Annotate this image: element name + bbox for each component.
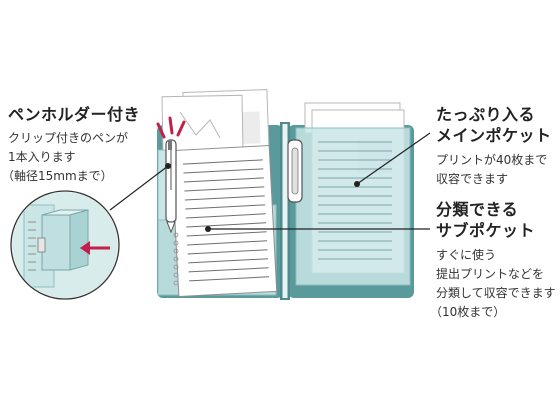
binder-clip bbox=[287, 139, 303, 203]
zoom-circle bbox=[10, 190, 120, 300]
pen-holder-desc-line-2: 1本入ります bbox=[8, 150, 76, 164]
pen-holder-desc-line-1: クリップ付きのペンが bbox=[8, 131, 129, 145]
leader-lines bbox=[109, 132, 431, 232]
main-pocket-title-line-1: たっぷり入る bbox=[436, 105, 536, 124]
main-pocket-desc-line-1: プリントが40枚まで bbox=[436, 153, 548, 167]
sub-pocket-desc-line-2: 提出プリントなどを bbox=[436, 267, 545, 281]
sub-pocket-desc-line-4: （10枚まで） bbox=[430, 305, 506, 319]
sub-pocket-title-line-2: サブポケット bbox=[436, 221, 536, 240]
sub-pocket-desc-line-3: 分類して収容できます bbox=[436, 286, 556, 300]
pen-holder-desc-line-3: （軸径15mmまで） bbox=[2, 169, 113, 183]
highlight-marks bbox=[156, 116, 186, 139]
sub-pocket-title-line-1: 分類できる bbox=[436, 200, 519, 219]
pen bbox=[165, 139, 177, 234]
main-pocket bbox=[295, 127, 411, 286]
lined-paper bbox=[170, 145, 278, 297]
arrow-left-icon bbox=[80, 241, 110, 255]
pen-holder-title: ペンホルダー付き bbox=[8, 105, 141, 124]
main-pocket-title-line-2: メインポケット bbox=[436, 126, 552, 145]
main-pocket-desc-line-2: 収容できます bbox=[436, 172, 509, 186]
sub-pocket-desc-line-1: すぐに使う bbox=[436, 248, 497, 262]
